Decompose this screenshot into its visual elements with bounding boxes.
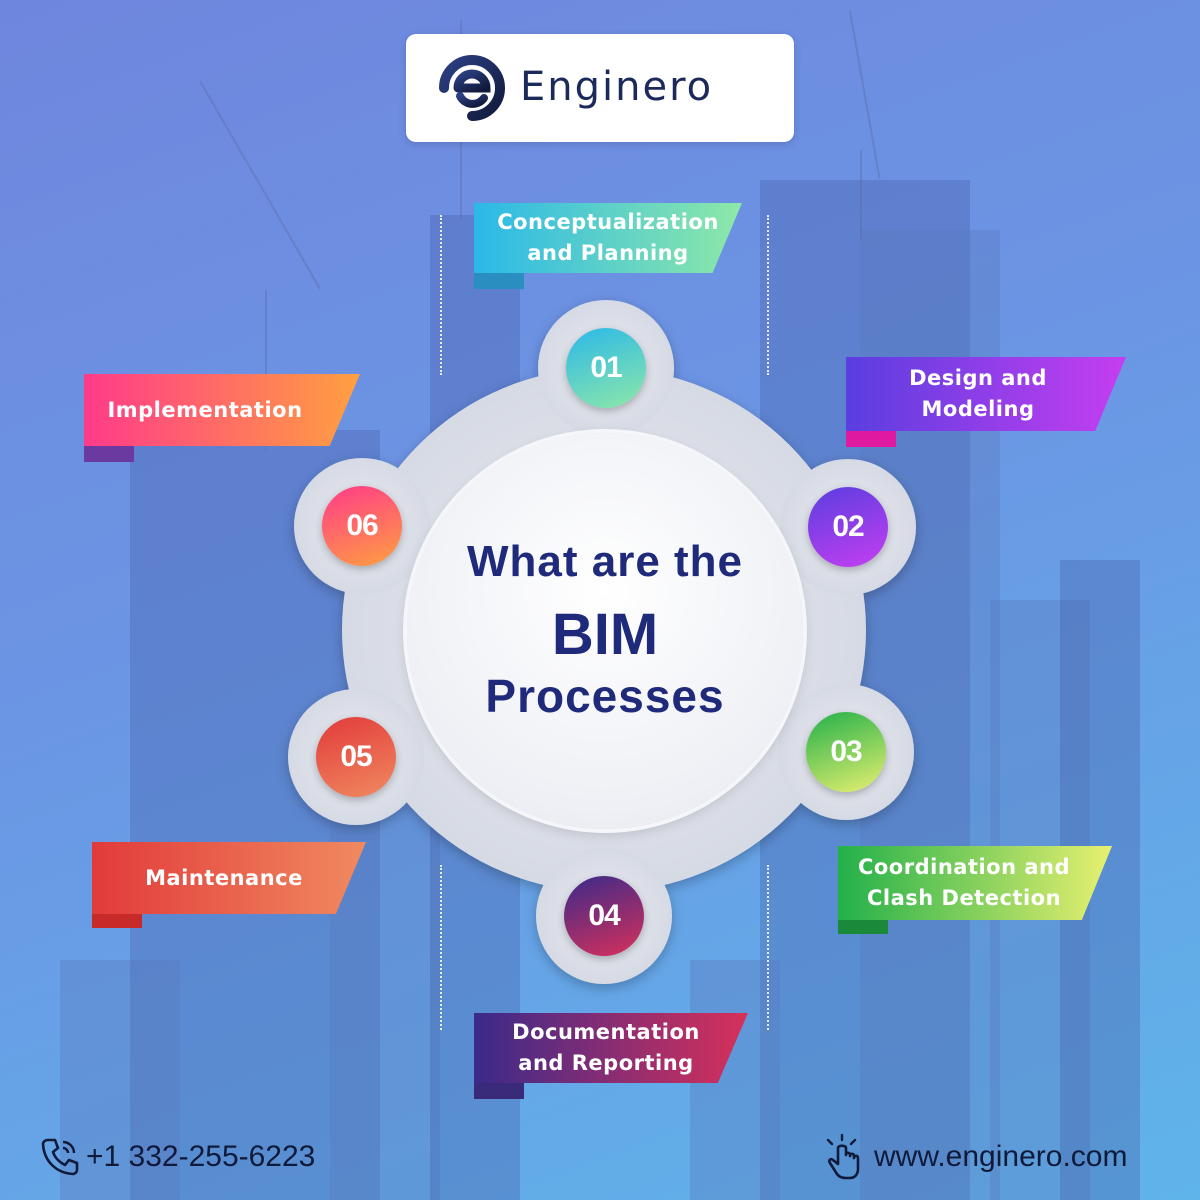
crane xyxy=(265,290,267,450)
step-number-05: 05 xyxy=(316,717,396,797)
step-label-design: Design and Modeling xyxy=(846,357,1126,447)
center-title-circle: What are the BIM Processes xyxy=(407,433,803,829)
dotted-guide xyxy=(440,215,442,375)
crane xyxy=(860,150,862,240)
step-label-maintenance: Maintenance xyxy=(92,842,366,928)
step-number-04: 04 xyxy=(564,876,644,956)
label-line: Maintenance xyxy=(145,865,303,890)
brand-name: Enginero xyxy=(520,64,714,110)
phone-number[interactable]: +1 332-255-6223 xyxy=(86,1140,316,1173)
dotted-guide xyxy=(767,215,769,375)
building-silhouette xyxy=(60,960,180,1200)
website-link[interactable]: www.enginero.com xyxy=(874,1140,1128,1173)
step-number-06: 06 xyxy=(322,486,402,566)
title-line-1: What are the xyxy=(466,537,744,586)
label-body: Documentation and Reporting xyxy=(474,1013,748,1083)
label-body: Implementation xyxy=(84,374,360,446)
title-line-2: BIM xyxy=(551,602,659,667)
label-line: Conceptualization xyxy=(497,210,719,234)
logo-card: Enginero xyxy=(406,34,794,142)
label-line: Clash Detection xyxy=(866,886,1062,910)
label-body: Design and Modeling xyxy=(846,357,1126,431)
step-number-01: 01 xyxy=(566,328,646,408)
label-line: Coordination and xyxy=(857,855,1071,879)
label-body: Coordination and Clash Detection xyxy=(838,846,1112,920)
label-line: and Planning xyxy=(527,241,689,265)
label-line: Modeling xyxy=(921,397,1035,421)
step-label-coordination: Coordination and Clash Detection xyxy=(838,846,1112,934)
step-number-03: 03 xyxy=(806,712,886,792)
dotted-guide xyxy=(440,865,442,1030)
label-line: Implementation xyxy=(107,397,303,422)
label-line: Design and xyxy=(909,366,1047,390)
step-label-documentation: Documentation and Reporting xyxy=(474,1013,748,1099)
phone-icon xyxy=(41,1138,79,1176)
label-line: Documentation xyxy=(512,1020,700,1044)
label-body: Maintenance xyxy=(92,842,366,914)
label-line: and Reporting xyxy=(518,1051,694,1075)
hand-pointer-icon xyxy=(826,1134,860,1180)
title-line-3: Processes xyxy=(485,670,725,722)
dotted-guide xyxy=(767,865,769,1030)
step-number-02: 02 xyxy=(808,487,888,567)
step-label-implementation: Implementation xyxy=(84,374,360,462)
label-body: Conceptualization and Planning xyxy=(474,203,742,273)
step-label-conceptualization: Conceptualization and Planning xyxy=(474,203,744,289)
enginero-logo-icon xyxy=(439,55,505,121)
